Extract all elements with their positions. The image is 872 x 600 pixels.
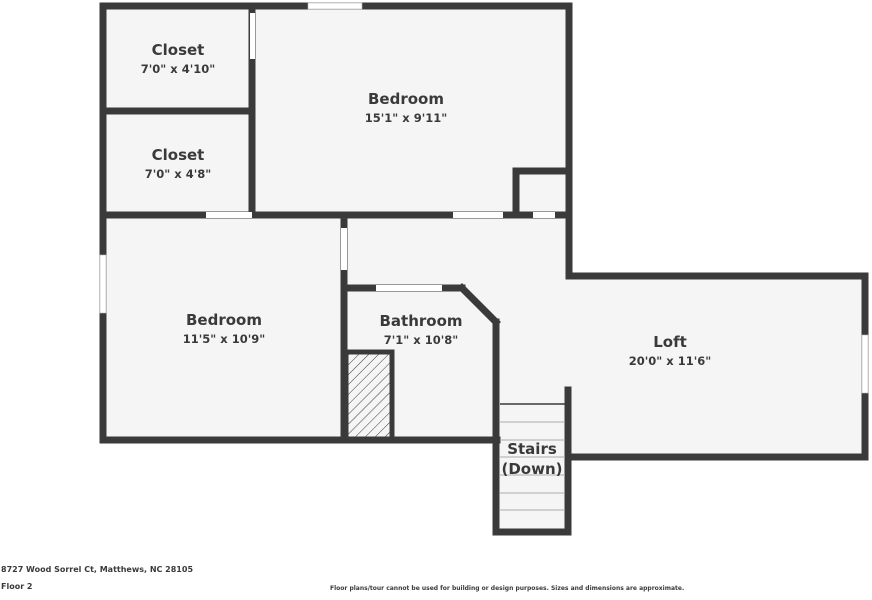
room-name: Loft xyxy=(653,333,687,351)
room-name: Bedroom xyxy=(186,311,262,329)
room-dimensions: 7'0" x 4'10" xyxy=(141,62,215,76)
room-closet-2: Closet 7'0" x 4'8" xyxy=(145,146,211,181)
window-loft xyxy=(861,334,869,394)
room-name: Bathroom xyxy=(379,312,462,330)
door-small-closet xyxy=(533,212,555,218)
floor-label: Floor 2 xyxy=(1,582,33,591)
room-dimensions: 11'5" x 10'9" xyxy=(183,332,265,346)
room-dimensions: 7'0" x 4'8" xyxy=(145,167,211,181)
door-upper-bedroom xyxy=(453,212,503,218)
door-closet-2 xyxy=(206,212,252,218)
stair-treads xyxy=(500,403,565,511)
room-name: Closet xyxy=(152,146,205,164)
room-bedroom-upper: Bedroom 15'1" x 9'11" xyxy=(365,90,447,125)
room-closet-1: Closet 7'0" x 4'10" xyxy=(141,41,215,76)
window-left-bedroom xyxy=(99,254,107,314)
room-bathroom: Bathroom 7'1" x 10'8" xyxy=(379,312,462,347)
room-name: Stairs xyxy=(507,440,557,458)
window-top-bedroom xyxy=(307,2,363,10)
room-bedroom-lower: Bedroom 11'5" x 10'9" xyxy=(183,311,265,346)
door-bathroom xyxy=(376,285,442,291)
room-dimensions: 15'1" x 9'11" xyxy=(365,111,447,125)
room-dimensions: (Down) xyxy=(501,460,562,478)
door-closet-1 xyxy=(250,13,255,59)
hatched-chase xyxy=(343,349,395,443)
room-name: Closet xyxy=(152,41,205,59)
room-dimensions: 7'1" x 10'8" xyxy=(384,333,458,347)
property-address: 8727 Wood Sorrel Ct, Matthews, NC 28105 xyxy=(1,565,194,574)
openings xyxy=(99,2,869,394)
room-loft: Loft 20'0" x 11'6" xyxy=(629,333,711,368)
room-name: Bedroom xyxy=(368,90,444,108)
floor-fills xyxy=(103,7,865,532)
door-left-bedroom xyxy=(341,228,347,270)
room-stairs: Stairs (Down) xyxy=(501,440,562,478)
room-dimensions: 20'0" x 11'6" xyxy=(629,354,711,368)
disclaimer-text: Floor plans/tour cannot be used for buil… xyxy=(330,585,685,592)
